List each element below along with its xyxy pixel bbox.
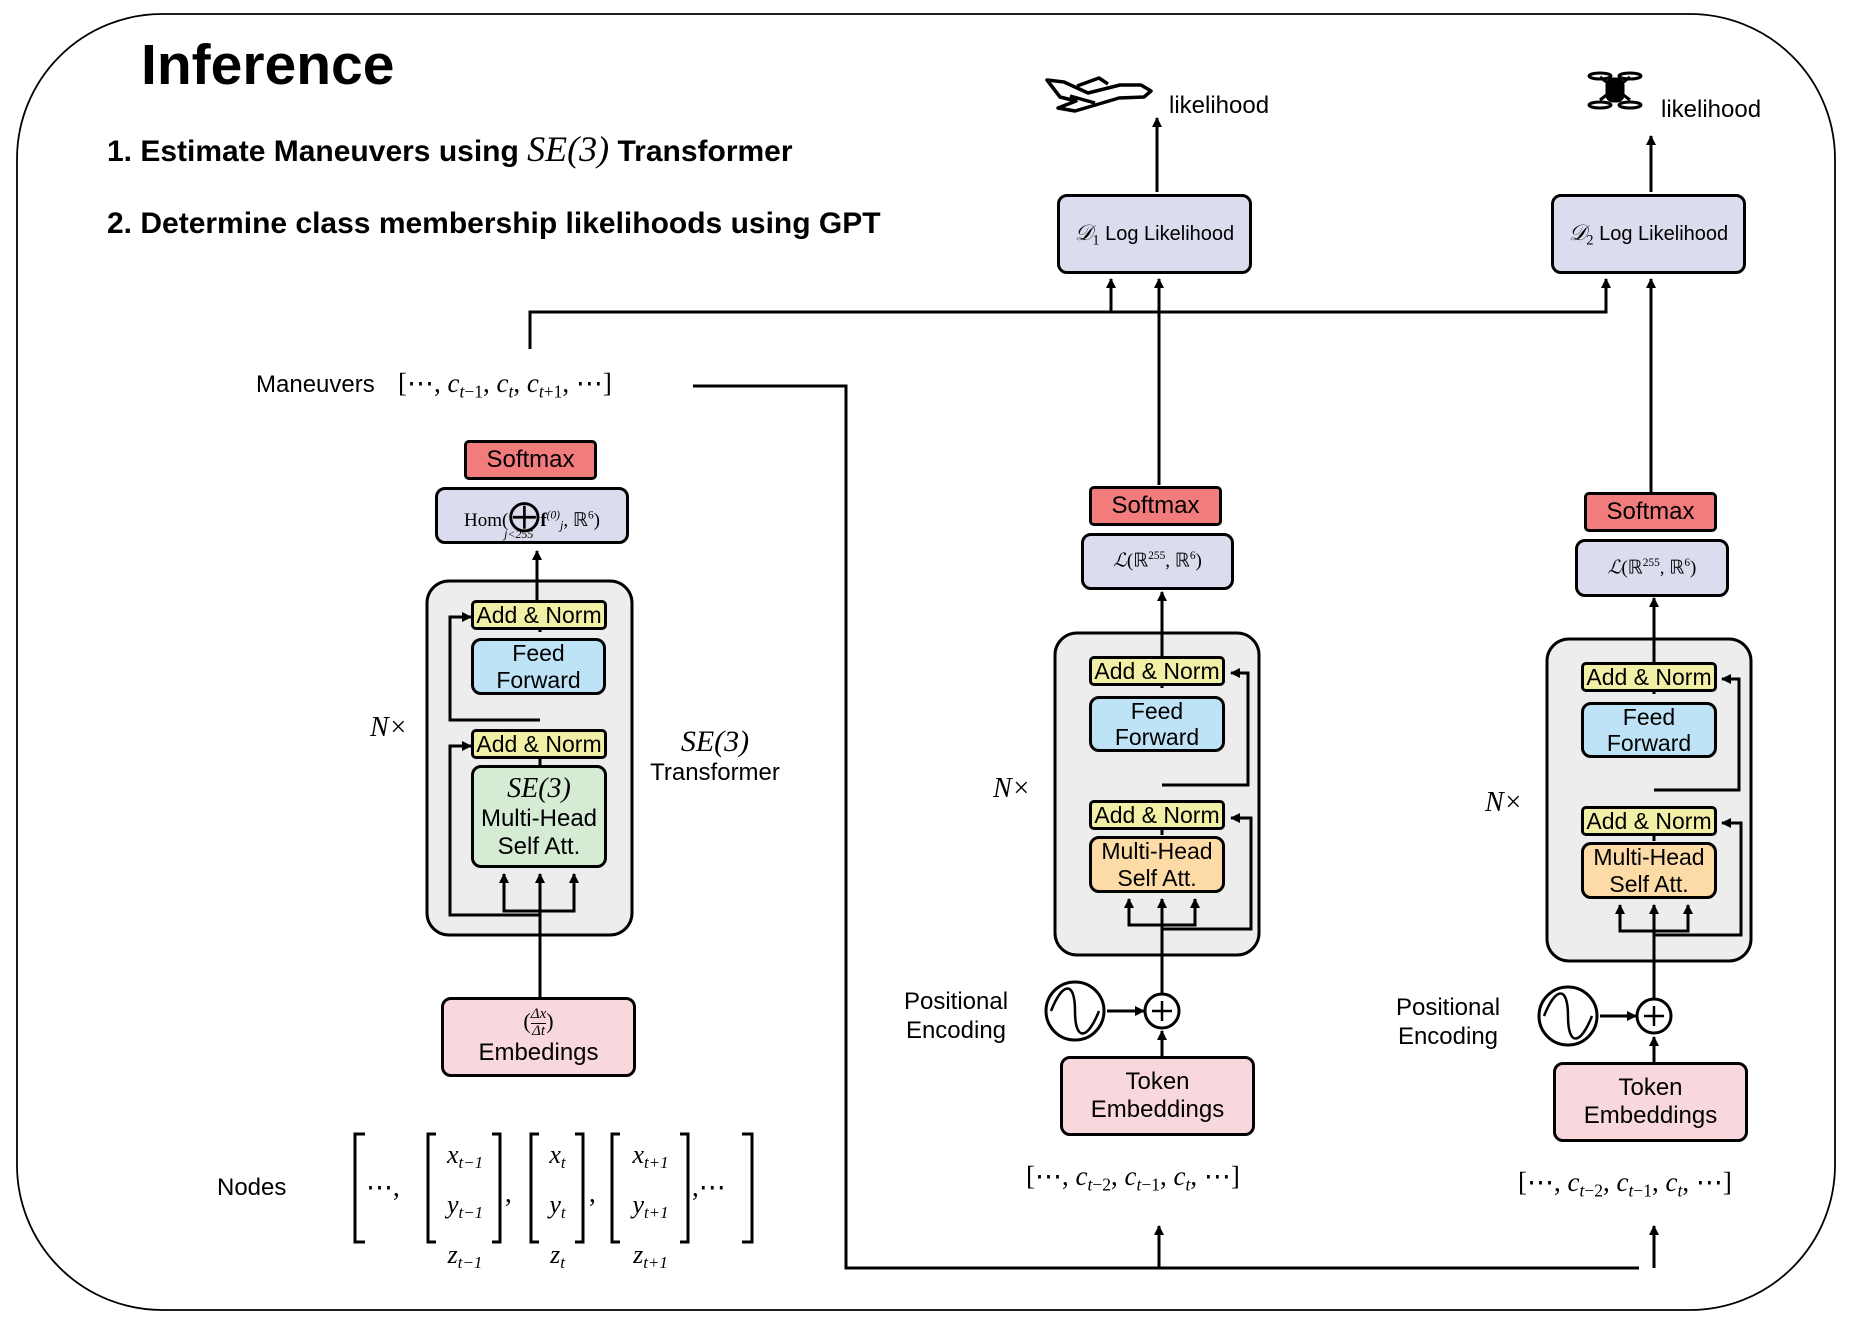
gpt1-attention: Multi-Head Self Att. bbox=[1089, 836, 1225, 893]
gpt2-repeat: N× bbox=[1485, 787, 1523, 818]
gpt1-repeat: N× bbox=[993, 773, 1031, 804]
gpt1-feed-forward: Feed Forward bbox=[1089, 696, 1225, 752]
gpt2-feed-forward: Feed Forward bbox=[1581, 702, 1717, 758]
gpt1-add-norm-bottom: Add & Norm bbox=[1089, 800, 1225, 830]
page-title: Inference bbox=[141, 33, 395, 97]
gpt1-linear: ℒ(ℝ255, ℝ6) bbox=[1081, 533, 1234, 590]
step-1-suffix: Transformer bbox=[617, 135, 793, 168]
se3-side-label: SE(3) Transformer bbox=[650, 725, 780, 787]
step-1-math: SE(3) bbox=[527, 129, 610, 169]
gpt2-positional-encoding: Positional Encoding bbox=[1395, 994, 1501, 1050]
nodes-label: Nodes bbox=[217, 1174, 287, 1201]
gpt1-positional-encoding: Positional Encoding bbox=[903, 988, 1009, 1044]
se3-attention: SE(3) Multi-Head Self Att. bbox=[471, 765, 607, 868]
gpt1-output-label: likelihood bbox=[1169, 92, 1270, 119]
airplane-icon bbox=[1045, 76, 1153, 113]
outer-frame bbox=[16, 13, 1836, 1311]
step-2: 2. Determine class membership likelihood… bbox=[107, 207, 881, 240]
maneuvers-sequence: [⋯, ct−1, ct, ct+1, ⋯] bbox=[398, 368, 612, 402]
se3-add-norm-bottom: Add & Norm bbox=[471, 729, 607, 759]
se3-attention-label: Multi-Head Self Att. bbox=[480, 805, 598, 860]
gpt1-input-sequence: [⋯, ct−2, ct−1, ct, ⋯] bbox=[1026, 1161, 1240, 1195]
se3-side-label-math: SE(3) bbox=[680, 725, 750, 758]
gpt2-log-likelihood: 𝒟2 Log Likelihood bbox=[1551, 194, 1746, 274]
se3-feed-forward: Feed Forward bbox=[471, 638, 606, 695]
gpt2-add-norm-top: Add & Norm bbox=[1581, 662, 1717, 692]
gpt2-linear: ℒ(ℝ255, ℝ6) bbox=[1575, 539, 1729, 597]
gpt2-input-sequence: [⋯, ct−2, ct−1, ct, ⋯] bbox=[1518, 1167, 1732, 1201]
drone-icon bbox=[1587, 71, 1643, 110]
nodes-ellipsis-right: ,⋯ bbox=[692, 1172, 726, 1202]
gpt2-output-label: likelihood bbox=[1661, 96, 1762, 123]
gpt1-add-norm-top: Add & Norm bbox=[1089, 656, 1225, 686]
gpt2-softmax: Softmax bbox=[1584, 492, 1717, 532]
step-1: 1. Estimate Maneuvers using SE(3) Transf… bbox=[107, 128, 793, 170]
se3-embedding-label: Embedings bbox=[478, 1039, 599, 1067]
nodes-ellipsis-left: ⋯, bbox=[366, 1172, 400, 1202]
se3-attention-math: SE(3) bbox=[507, 772, 571, 804]
node-comma: , bbox=[589, 1178, 596, 1208]
se3-add-norm-top: Add & Norm bbox=[471, 600, 607, 630]
gpt1-token-embeddings: Token Embeddings bbox=[1060, 1056, 1255, 1136]
se3-repeat: N× bbox=[370, 712, 408, 743]
gpt1-log-likelihood: 𝒟1 Log Likelihood bbox=[1057, 194, 1252, 274]
maneuvers-label: Maneuvers bbox=[256, 371, 375, 398]
gpt2-attention: Multi-Head Self Att. bbox=[1581, 842, 1717, 899]
node-comma: , bbox=[505, 1178, 512, 1208]
gpt1-softmax: Softmax bbox=[1089, 486, 1222, 526]
gpt2-token-embeddings: Token Embeddings bbox=[1553, 1062, 1748, 1142]
gpt2-add-norm-bottom: Add & Norm bbox=[1581, 806, 1717, 836]
se3-hom-box: Hom(⨁f(0)j, ℝ6) j<255 bbox=[435, 487, 629, 544]
step-1-prefix: 1. Estimate Maneuvers using bbox=[107, 135, 519, 168]
se3-side-label-text: Transformer bbox=[650, 759, 780, 786]
se3-softmax-box: Softmax bbox=[464, 440, 597, 480]
